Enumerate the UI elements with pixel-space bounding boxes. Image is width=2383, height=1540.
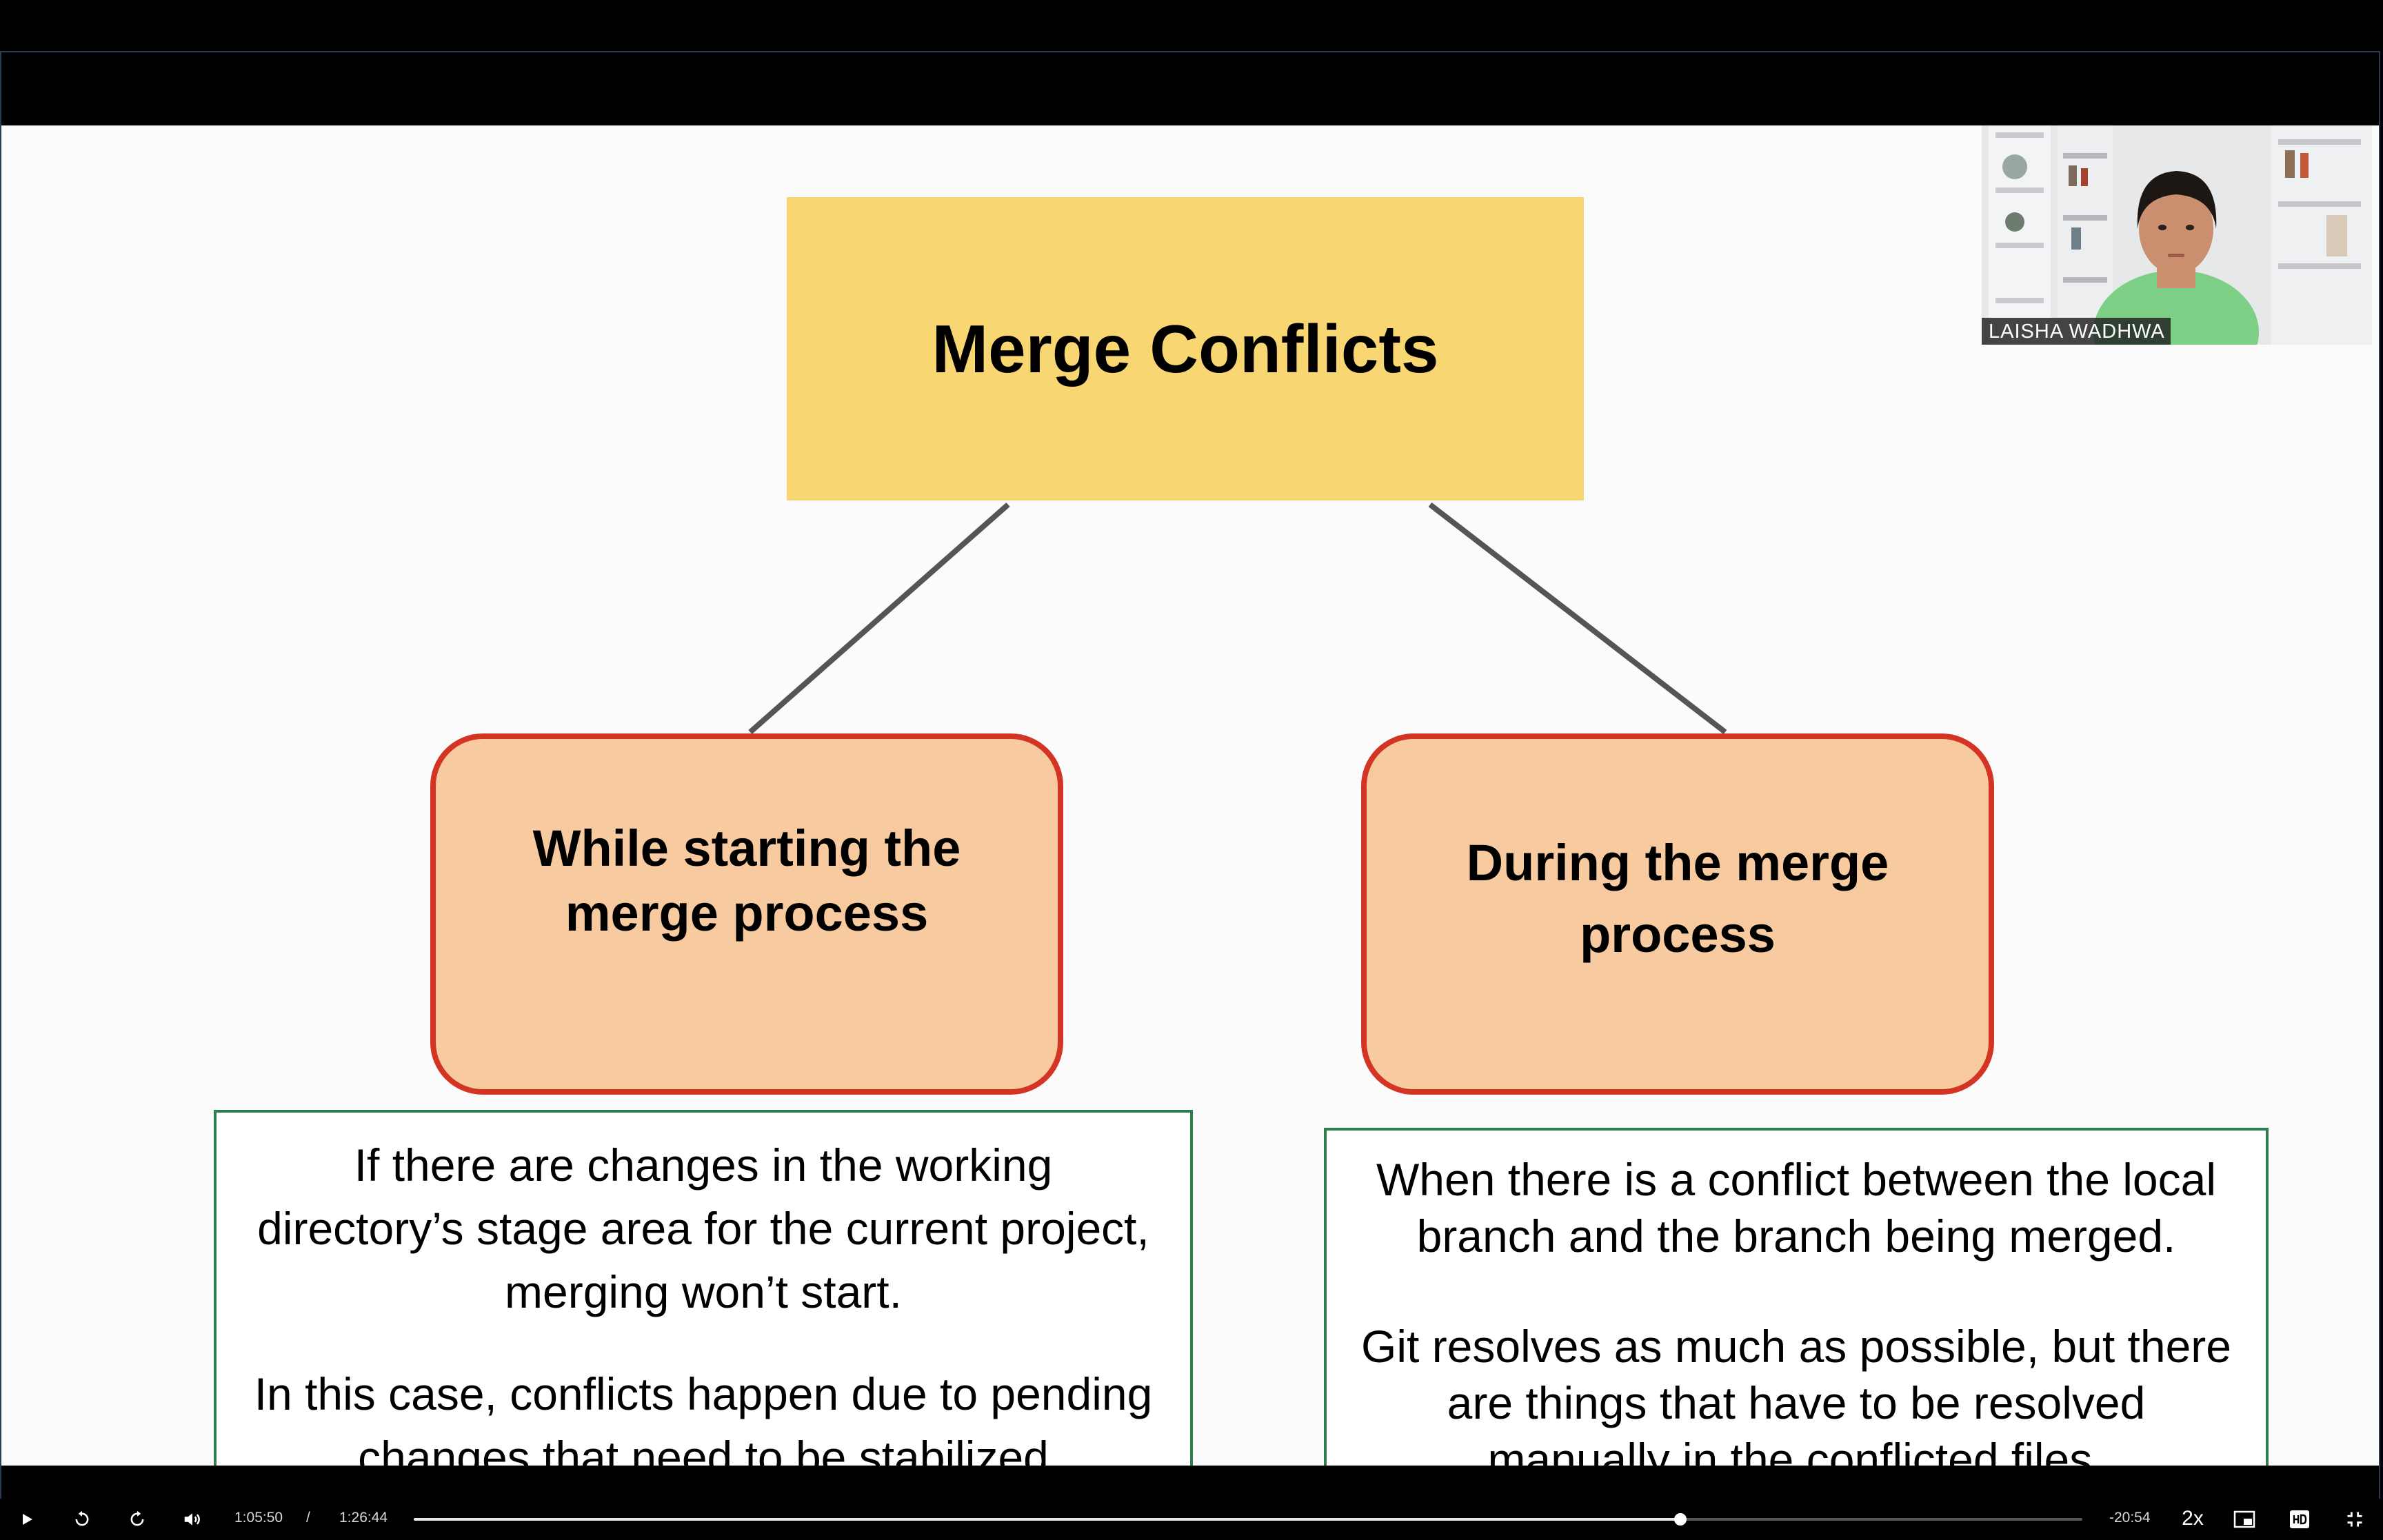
- description-line: Git resolves as much as possible, but th…: [1361, 1321, 2231, 1372]
- description-line: In this case, conflicts happen due to pe…: [254, 1368, 1153, 1419]
- player-controls: 1:05:50 / 1:26:44 -20:54 2x: [0, 1499, 2383, 1540]
- hd-icon: [2290, 1510, 2309, 1528]
- branch-label-line: During the merge: [1466, 834, 1889, 891]
- branch-box-during-merge: During the merge process: [1361, 733, 1994, 1095]
- description-line: merging won’t start.: [505, 1266, 902, 1317]
- branch-box-starting-merge: While starting the merge process: [430, 733, 1063, 1095]
- description-line: changes that need to be stabilized: [358, 1432, 1049, 1466]
- play-button[interactable]: [10, 1503, 43, 1536]
- progress-played: [414, 1518, 1680, 1521]
- volume-icon: [184, 1513, 200, 1526]
- picture-in-picture-button[interactable]: [2228, 1503, 2261, 1536]
- rewind-icon: [75, 1510, 89, 1526]
- forward-icon: [130, 1510, 144, 1526]
- diagram-connectors: [748, 502, 1727, 735]
- time-separator: /: [306, 1510, 310, 1526]
- exit-fullscreen-icon: [2347, 1512, 2362, 1527]
- slide-title-text: Merge Conflicts: [932, 310, 1439, 387]
- description-line: directory’s stage area for the current p…: [257, 1203, 1149, 1254]
- progress-bar[interactable]: [414, 1513, 2082, 1526]
- presentation-slide: Merge Conflicts While starting the merge…: [1, 125, 2380, 1466]
- description-line: If there are changes in the working: [354, 1139, 1053, 1191]
- play-icon: [23, 1514, 32, 1525]
- webcam-overlay: LAISHA WADHWA: [1982, 125, 2372, 345]
- branch-label-line: While starting the: [532, 820, 961, 877]
- description-line: When there is a conflict between the loc…: [1376, 1154, 2216, 1205]
- description-box-starting-merge: If there are changes in the working dire…: [214, 1110, 1193, 1466]
- branch-label-line: process: [1580, 906, 1776, 963]
- exit-fullscreen-button[interactable]: [2338, 1503, 2371, 1536]
- hd-button[interactable]: [2283, 1503, 2316, 1536]
- current-time: 1:05:50: [234, 1510, 283, 1526]
- description-paragraph: When there is a conflict between the loc…: [1340, 1151, 2252, 1264]
- slide-title: Merge Conflicts: [787, 197, 1584, 500]
- description-box-during-merge: When there is a conflict between the loc…: [1324, 1128, 2269, 1466]
- duration: 1:26:44: [339, 1510, 388, 1526]
- branch-label-line: merge process: [565, 884, 929, 942]
- description-paragraph: If there are changes in the working dire…: [230, 1133, 1176, 1324]
- remaining-time: -20:54: [2109, 1510, 2151, 1526]
- participant-name: LAISHA WADHWA: [1982, 318, 2171, 345]
- progress-scrubber[interactable]: [1673, 1513, 1687, 1526]
- connector-left: [748, 503, 1010, 734]
- rewind-button[interactable]: [66, 1503, 99, 1536]
- forward-button[interactable]: [121, 1503, 154, 1536]
- webcam-video: [1982, 125, 2372, 345]
- description-line: manually in the conflicted files.: [1487, 1434, 2105, 1466]
- volume-button[interactable]: [176, 1503, 209, 1536]
- playback-speed-button[interactable]: 2x: [2182, 1507, 2204, 1530]
- description-paragraph: In this case, conflicts happen due to pe…: [230, 1362, 1176, 1466]
- picture-in-picture-icon: [2233, 1510, 2255, 1528]
- description-line: branch and the branch being merged.: [1416, 1210, 2176, 1262]
- connector-right: [1428, 502, 1727, 735]
- description-paragraph: Git resolves as much as possible, but th…: [1340, 1318, 2252, 1466]
- top-bar: [0, 0, 2383, 51]
- description-line: are things that have to be resolved: [1447, 1377, 2146, 1428]
